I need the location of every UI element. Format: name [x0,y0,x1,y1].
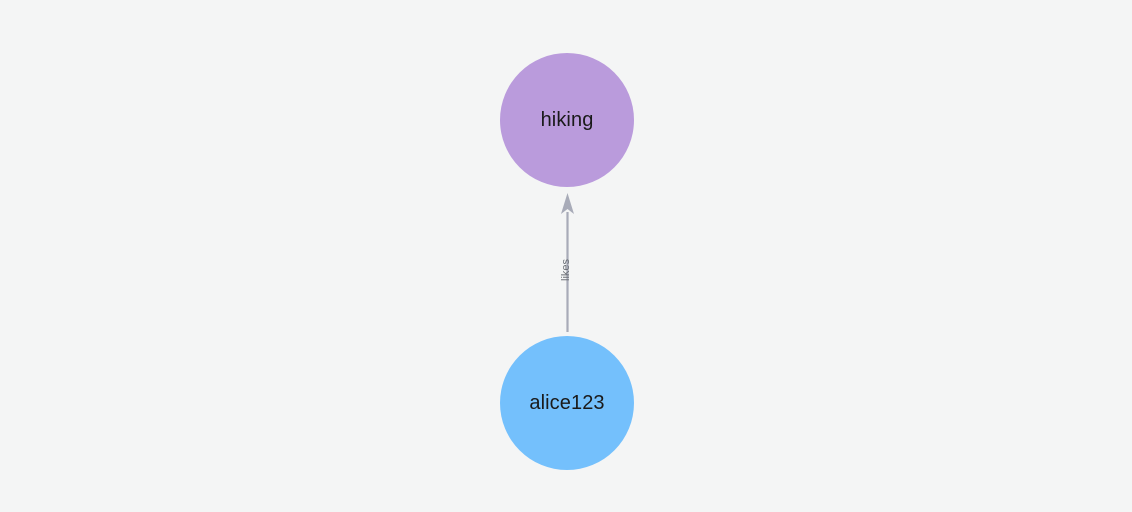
edge-label-likes: likes [560,258,572,281]
node-label-alice123: alice123 [529,392,605,414]
edge-alice123-likes-hiking[interactable] [561,193,574,332]
graph-node-alice123[interactable]: alice123 [500,336,634,470]
edge-arrowhead-icon [561,193,574,214]
node-label-hiking: hiking [540,109,594,131]
graph-node-hiking[interactable]: hiking [500,53,634,187]
